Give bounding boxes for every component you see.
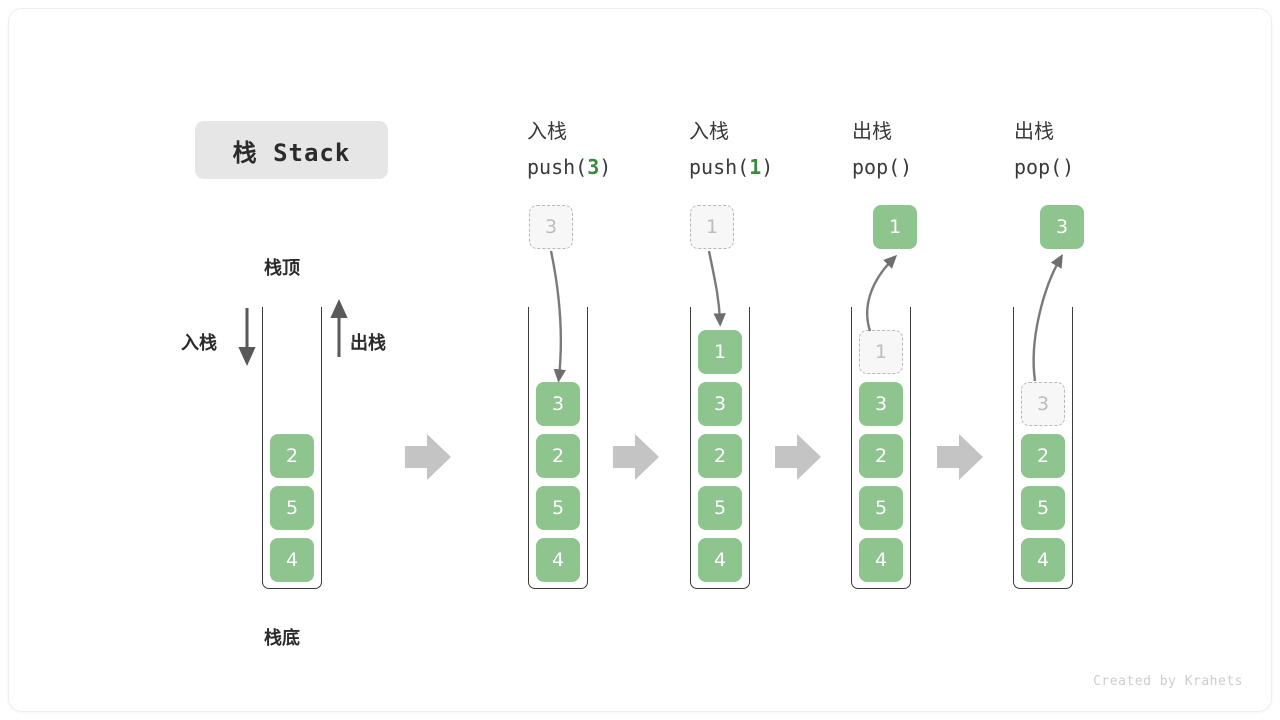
op-code-pop-2: pop() [1014,155,1075,179]
transition-arrow-1 [405,434,451,480]
stack-cell: 5 [1021,486,1065,530]
stack-container-walls [1013,307,1073,589]
op-cn-push-2: 入栈 [689,119,729,143]
stack-after-push-3: 3 2 5 4 [528,307,588,589]
op-code-pop-1: pop() [852,155,913,179]
stack-cell: 4 [698,538,742,582]
stack-container-walls [528,307,588,589]
popped-element: 3 [1040,205,1084,249]
stack-cell: 2 [859,434,903,478]
stack-cell: 4 [859,538,903,582]
stack-cell: 2 [536,434,580,478]
label-push-direction: 入栈 [181,333,217,354]
op-label-push-1: 入栈 push(1) [689,113,773,185]
stack-cell: 3 [698,382,742,426]
op-label-push-3: 入栈 push(3) [527,113,611,185]
stack-cell: 2 [1021,434,1065,478]
op-cn-pop-1: 出栈 [852,119,892,143]
stack-cell: 4 [536,538,580,582]
figure-title: 栈 Stack [195,121,388,179]
stack-after-push-1: 1 3 2 5 4 [690,307,750,589]
stack-cell: 5 [698,486,742,530]
figure-card: 栈 Stack 栈顶 栈底 入栈 出栈 入栈 push(3) 入栈 push(1… [8,8,1272,712]
stack-cell: 5 [859,486,903,530]
label-pop-direction: 出栈 [350,333,386,354]
stack-after-pop-2: 3 2 5 4 [1013,307,1073,589]
op-label-pop-1: 出栈 pop() [852,113,912,185]
stack-container-walls [690,307,750,589]
stack-cell: 4 [1021,538,1065,582]
popped-element: 1 [873,205,917,249]
op-cn-pop-2: 出栈 [1014,119,1054,143]
stack-after-pop-1: 1 3 2 5 4 [851,307,911,589]
op-label-pop-2: 出栈 pop() [1014,113,1074,185]
op-code-push-2-prefix: push( [689,155,750,179]
stack-cell: 1 [698,330,742,374]
op-cn-push-1: 入栈 [527,119,567,143]
label-stack-top: 栈顶 [264,258,300,279]
op-code-push-1-prefix: push( [527,155,588,179]
stack-cell: 4 [270,538,314,582]
stack-cell-vacated: 3 [1021,382,1065,426]
transition-arrow-2 [613,434,659,480]
op-arg-push-1: 3 [587,155,600,179]
credit-text: Created by Krahets [1093,674,1243,689]
stack-cell: 5 [270,486,314,530]
stack-container-walls [262,307,322,589]
op-arg-push-2: 1 [749,155,762,179]
incoming-element: 1 [690,205,734,249]
op-code-push-2-suffix: ) [761,155,774,179]
incoming-element: 3 [529,205,573,249]
stack-cell: 3 [536,382,580,426]
op-code-push-1-suffix: ) [599,155,612,179]
transition-arrow-3 [775,434,821,480]
stack-cell: 2 [698,434,742,478]
stack-cell: 3 [859,382,903,426]
stack-cell: 5 [536,486,580,530]
stack-cell-vacated: 1 [859,330,903,374]
stack-initial: 2 5 4 [262,307,322,589]
transition-arrow-4 [937,434,983,480]
stack-cell: 2 [270,434,314,478]
label-stack-bottom: 栈底 [264,628,300,649]
stack-container-walls [851,307,911,589]
arrows-overlay [238,250,1063,480]
